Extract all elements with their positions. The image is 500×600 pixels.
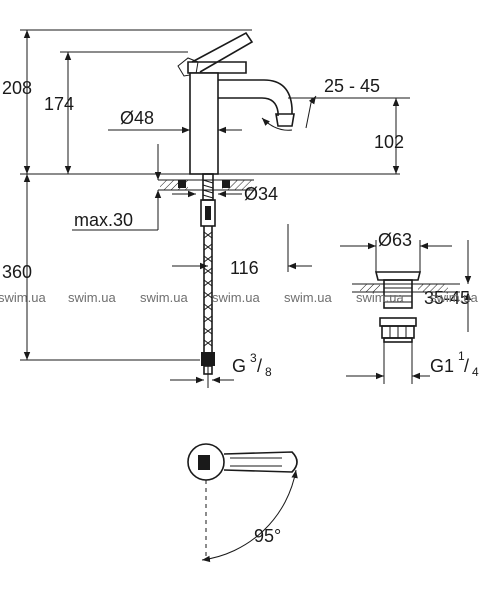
waste-nut-top: [379, 317, 417, 327]
watermark-5: swim.ua: [284, 290, 332, 305]
label-swivel-angle: 95°: [254, 526, 281, 546]
label-g38-slash: /: [257, 356, 262, 376]
label-g114-slash: /: [464, 356, 469, 376]
watermark-4: swim.ua: [212, 290, 260, 305]
label-diameter-63: Ø63: [378, 230, 412, 250]
angle-arrow: [308, 95, 317, 105]
watermark-7: swim.ua: [430, 290, 478, 305]
basin-hatch-right: [418, 284, 448, 292]
waste-body: [383, 279, 413, 309]
deck-hatch-left: [160, 180, 188, 190]
top-cap: [187, 61, 247, 74]
thread-lines: [202, 179, 214, 199]
angle-arc: [261, 117, 293, 131]
top-view-lever-lines: [230, 457, 282, 467]
top-view-outlet: [198, 455, 210, 470]
waste-nut-facets: [389, 326, 407, 338]
fixing-nut-right: [222, 180, 230, 188]
spout-top-edge: [218, 79, 293, 114]
waste-cap: [374, 271, 422, 281]
watermark-2: swim.ua: [68, 290, 116, 305]
dimension-lines: [20, 29, 410, 388]
label-angle-range: 25 - 45: [324, 76, 380, 96]
label-35-45: 35-45: [424, 288, 470, 308]
hose-end-nut: [201, 352, 215, 366]
spout-bottom-edge: [218, 97, 279, 116]
faucet-top-view: [187, 443, 298, 563]
label-102: 102: [374, 132, 404, 152]
watermark-3: swim.ua: [140, 290, 188, 305]
label-g114-base: G1: [430, 356, 454, 376]
label-g38-sub: 8: [265, 365, 272, 379]
braided-hose: [203, 226, 213, 352]
label-diameter-48: Ø48: [120, 108, 154, 128]
swivel-arc: [201, 469, 298, 563]
label-174: 174: [44, 94, 74, 114]
connector-block: [200, 199, 216, 227]
label-diameter-34: Ø34: [244, 184, 278, 204]
waste-valve: [340, 240, 472, 384]
label-g114-sup: 1: [458, 349, 465, 363]
faucet-side-view: [20, 31, 400, 375]
connector-core: [205, 206, 211, 220]
watermark-6: swim.ua: [356, 290, 404, 305]
watermark-1: swim.ua: [0, 290, 46, 305]
lever-handle: [177, 31, 254, 77]
label-116: 116: [230, 258, 259, 278]
label-g38-sup: 3: [250, 351, 257, 365]
fixing-nut-left: [178, 180, 186, 188]
waste-nut-bottom: [383, 337, 413, 343]
label-g114-sub: 4: [472, 365, 479, 379]
label-g38-base: G: [232, 356, 246, 376]
angle-ray: [305, 97, 313, 129]
label-208: 208: [2, 78, 32, 98]
top-view-lever: [223, 451, 298, 473]
label-max30: max.30: [74, 210, 133, 230]
aerator: [275, 113, 295, 127]
label-360: 360: [2, 262, 32, 282]
deck-hatch-right: [222, 180, 252, 190]
waste-thread-lines: [384, 287, 412, 303]
basin-hatch-left: [360, 284, 380, 292]
faucet-body: [189, 72, 219, 175]
